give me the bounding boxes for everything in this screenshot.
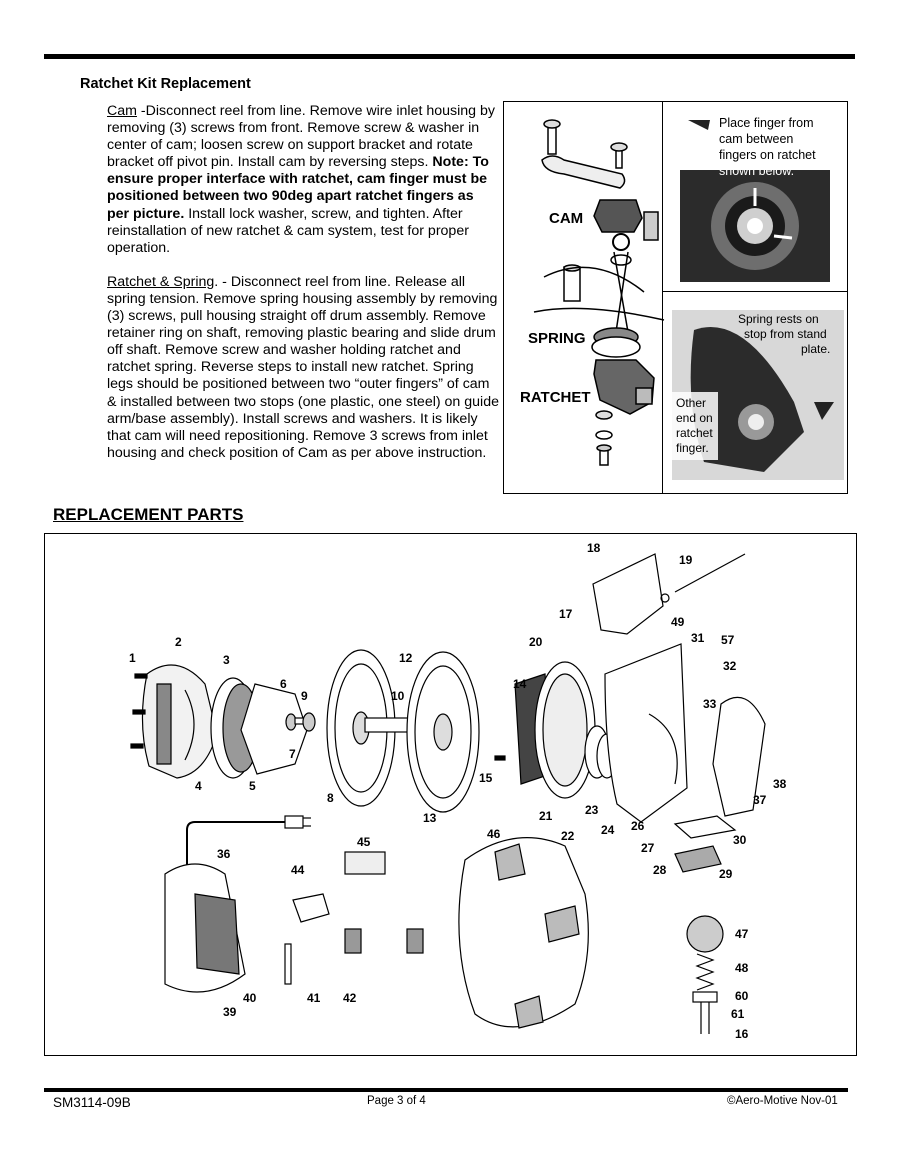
header-rule xyxy=(44,54,855,59)
spring-label: SPRING xyxy=(528,330,586,347)
part-number-24: 24 xyxy=(601,823,615,837)
part-number-7: 7 xyxy=(289,747,296,761)
spring-photo xyxy=(670,310,844,480)
part-number-6: 6 xyxy=(280,677,287,691)
part-number-60: 60 xyxy=(735,989,749,1003)
part-number-27: 27 xyxy=(641,841,655,855)
part-number-1: 1 xyxy=(129,651,136,665)
part-number-22: 22 xyxy=(561,829,575,843)
part-number-3: 3 xyxy=(223,653,230,667)
part-number-47: 47 xyxy=(735,927,749,941)
part-number-26: 26 xyxy=(631,819,645,833)
cam-paragraph: Cam -Disconnect reel from line. Remove w… xyxy=(107,103,499,257)
part-number-39: 39 xyxy=(223,1005,237,1019)
part-number-28: 28 xyxy=(653,863,667,877)
ratchet-paragraph: Ratchet & Spring. - Disconnect reel from… xyxy=(107,274,499,462)
part-number-17: 17 xyxy=(559,607,573,621)
photo2-side-line2: end on xyxy=(676,411,713,425)
part-number-15: 15 xyxy=(479,771,493,785)
part-number-40: 40 xyxy=(243,991,257,1005)
photo1-caption-line2: cam between xyxy=(719,132,793,146)
cam-text-2: Install lock washer, screw, and tighten.… xyxy=(107,205,469,256)
part-number-12: 12 xyxy=(399,651,413,665)
footer-rule xyxy=(44,1088,848,1092)
photo1-caption-line3: fingers on ratchet xyxy=(719,148,816,162)
cam-label: CAM xyxy=(549,210,583,227)
part-number-37: 37 xyxy=(753,793,767,807)
part-number-29: 29 xyxy=(719,867,733,881)
part-number-4: 4 xyxy=(195,779,202,793)
part-number-30: 30 xyxy=(733,833,747,847)
part-number-61: 61 xyxy=(731,1007,745,1021)
part-number-23: 23 xyxy=(585,803,599,817)
ratchet-figure: CAM SPRING RATCHET Place finger from cam… xyxy=(503,101,848,494)
cam-note: Note: To ensure proper interface with ra… xyxy=(107,154,489,222)
part-number-57: 57 xyxy=(721,633,735,647)
part-number-18: 18 xyxy=(587,541,601,555)
figure-divider-horizontal xyxy=(662,291,847,292)
copyright: ©Aero-Motive Nov-01 xyxy=(727,1095,838,1107)
part-number-46: 46 xyxy=(487,827,501,841)
part-number-42: 42 xyxy=(343,991,357,1005)
ratchet-text: . - Disconnect reel from line. Release a… xyxy=(107,273,499,461)
instructions-text: Cam -Disconnect reel from line. Remove w… xyxy=(107,103,499,479)
part-number-8: 8 xyxy=(327,791,334,805)
photo1-caption-line1: Place finger from xyxy=(719,116,813,130)
part-number-38: 38 xyxy=(773,777,787,791)
part-number-21: 21 xyxy=(539,809,553,823)
section-title: Ratchet Kit Replacement xyxy=(80,76,251,92)
photo2-side-line3: ratchet xyxy=(676,426,713,440)
part-number-49: 49 xyxy=(671,615,685,629)
cam-photo xyxy=(680,120,830,282)
photo2-side-line1: Other xyxy=(676,396,706,410)
photo1-caption-line4: shown below. xyxy=(719,164,794,178)
part-number-41: 41 xyxy=(307,991,321,1005)
figure-divider-vertical xyxy=(662,102,663,493)
part-number-14: 14 xyxy=(513,677,527,691)
ratchet-label: RATCHET xyxy=(520,389,591,406)
part-number-20: 20 xyxy=(529,635,543,649)
photo2-side-line4: finger. xyxy=(676,441,709,455)
part-number-13: 13 xyxy=(423,811,437,825)
cam-text-1: -Disconnect reel from line. Remove wire … xyxy=(107,103,495,171)
photo2-caption-line1: Spring rests on xyxy=(738,312,819,326)
part-number-36: 36 xyxy=(217,847,231,861)
part-number-9: 9 xyxy=(301,689,308,703)
photo2-caption-line2: stop from stand xyxy=(744,327,827,341)
part-number-32: 32 xyxy=(723,659,737,673)
part-number-19: 19 xyxy=(679,553,693,567)
part-number-16: 16 xyxy=(735,1027,749,1041)
part-number-5: 5 xyxy=(249,779,256,793)
part-number-33: 33 xyxy=(703,697,717,711)
replacement-parts-heading: REPLACEMENT PARTS xyxy=(53,505,244,524)
ratchet-title: Ratchet & Spring xyxy=(107,273,215,290)
part-number-45: 45 xyxy=(357,835,371,849)
page-number: Page 3 of 4 xyxy=(367,1095,426,1107)
cam-title: Cam xyxy=(107,103,137,119)
part-number-44: 44 xyxy=(291,863,305,877)
photo2-caption-line3: plate. xyxy=(801,342,830,356)
part-number-10: 10 xyxy=(391,689,405,703)
document-number: SM3114-09B xyxy=(53,1095,131,1110)
part-number-48: 48 xyxy=(735,961,749,975)
cam-assembly-drawing: CAM SPRING RATCHET Place finger from cam… xyxy=(520,116,844,480)
part-number-31: 31 xyxy=(691,631,705,645)
part-number-2: 2 xyxy=(175,635,182,649)
